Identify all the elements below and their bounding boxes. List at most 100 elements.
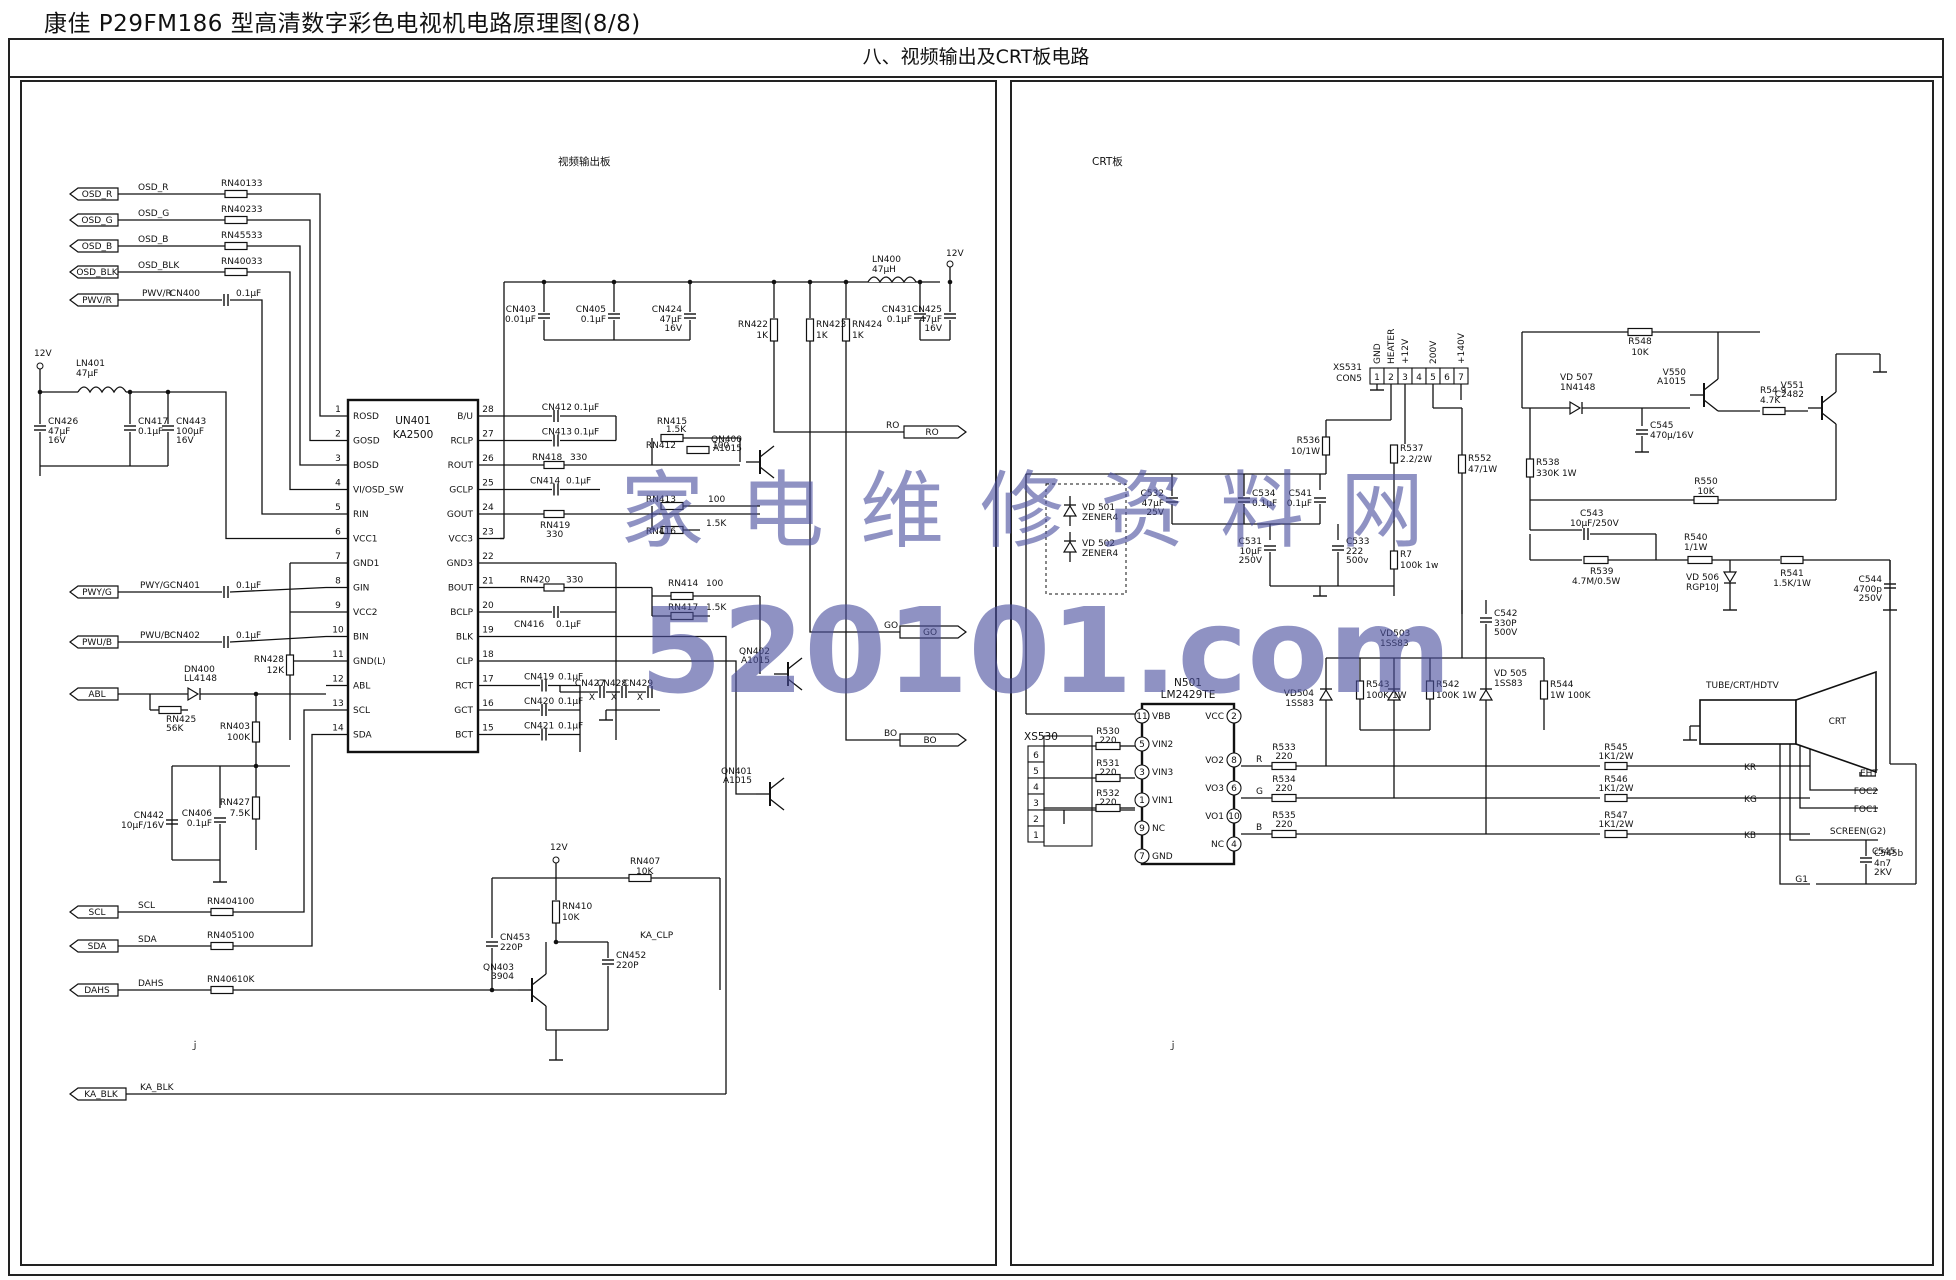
transistor-value: A1015 [723, 776, 752, 786]
ic-pin-number: 24 [482, 503, 494, 513]
component-value: 1N4148 [1560, 383, 1596, 393]
component-value: 220 [1099, 798, 1116, 808]
ic-n501 [1140, 702, 1236, 866]
connector-ref: XS531 [1333, 363, 1362, 373]
ic-pin-name: RCLP [450, 437, 473, 447]
diode-vd505 [1478, 688, 1494, 701]
wire [229, 635, 327, 643]
ic-pin-number: 27 [482, 430, 493, 440]
ic-pin-name: GIN [353, 584, 369, 594]
component-value: 100 [708, 495, 725, 505]
resistor [1271, 829, 1297, 839]
component-ref: CN428 [597, 679, 627, 689]
component-ref: VD503 [1380, 629, 1410, 639]
ic-pin [1134, 820, 1150, 836]
net-label: SCL [138, 901, 155, 911]
component-value: 220P [500, 943, 523, 953]
component-value: 1K [852, 331, 865, 341]
wire [1821, 412, 1837, 425]
component-value: 100K 1W [1366, 691, 1407, 701]
ic-pin [1134, 708, 1150, 724]
connector-scl [69, 905, 119, 919]
connector-label: PWU/B [82, 638, 112, 648]
net-label: SDA [138, 935, 157, 945]
component-ref: VD 507 [1560, 373, 1593, 383]
wire [1789, 744, 1878, 841]
component-value: 250V [1239, 556, 1263, 566]
ic-pin-name: VBB [1152, 712, 1171, 722]
connector-osd-blk [69, 265, 119, 279]
resistor [670, 591, 694, 601]
component-ref: CN414 [530, 477, 560, 487]
resistor [543, 583, 565, 592]
component-value: 10K [1631, 348, 1649, 358]
ic-part: LM2429TE [1161, 689, 1216, 701]
wire [1821, 391, 1837, 404]
component-value: 220 [1099, 736, 1116, 746]
connector-pin-number: 5 [1430, 373, 1436, 383]
connector-signal: 200V [1429, 340, 1439, 364]
component-value: 1W 100K [1550, 691, 1592, 701]
net-label: B [1256, 823, 1262, 833]
resistor [1583, 555, 1609, 565]
connector-label: PWY/G [82, 588, 112, 598]
ic-pin-name: NC [1211, 840, 1224, 850]
ic-pin-name: ROSD [353, 412, 379, 422]
transistor-value: 3904 [491, 972, 514, 982]
resistor [769, 318, 779, 342]
component-value: 0.1μF [574, 428, 599, 438]
crt-cathode-label: KR [1744, 763, 1756, 773]
connector-pin-number: 3 [1402, 373, 1408, 383]
ic-pin-number: 13 [332, 699, 343, 709]
component-ref: CN426 [48, 417, 78, 427]
components [34, 187, 1897, 1101]
zener-diode [1062, 540, 1078, 553]
ic-pin-number: 21 [482, 577, 493, 587]
component-value: 1SS83 [1494, 679, 1523, 689]
connector-pin-number: 2 [1033, 815, 1039, 825]
ic-pin-name: VI/OSD_SW [353, 486, 404, 496]
wire [1779, 744, 1810, 885]
schematic-frame [8, 38, 1944, 1276]
component-value: 47μF [48, 427, 70, 437]
component-value: 4.7K [1760, 396, 1781, 406]
component-ref: CN406 [182, 809, 212, 819]
ic-pin-name: GOSD [353, 437, 380, 447]
component-ref: CN427 [575, 679, 605, 689]
resistor [251, 721, 261, 743]
inductor-ln401 [77, 386, 127, 394]
wire [247, 245, 326, 466]
ic-pin-number: 7 [335, 552, 341, 562]
component-value: 222 [1346, 547, 1363, 557]
component-ref: CN420 [524, 697, 554, 707]
connector-abl [69, 687, 119, 701]
connector-pin-number: 2 [1388, 373, 1394, 383]
resistor [805, 318, 815, 342]
component-ref: CN425 [912, 305, 942, 315]
wire [247, 193, 326, 417]
ic-pin-name: SDA [353, 731, 372, 741]
ic-pin-name: GND3 [447, 559, 473, 569]
component-ref: CN453 [500, 933, 530, 943]
ic-pin-name: BCT [455, 731, 473, 741]
component-ref: R552 [1468, 454, 1491, 464]
resistor [224, 241, 248, 251]
component-ref: C541 [1289, 489, 1312, 499]
component-value: 1SS83 [1380, 639, 1409, 649]
component-value: 100 [706, 579, 723, 589]
component-ref: RN400 [221, 257, 251, 267]
diode-dn400 [187, 686, 200, 702]
rail-terminal [36, 362, 44, 370]
component-ref: RN427 [220, 798, 250, 808]
ic-un401 [346, 398, 480, 754]
ic-pin-number: 4 [1231, 840, 1237, 850]
component-ref: R545 [1604, 743, 1627, 753]
net-label: OSD_BLK [138, 261, 180, 271]
component-ref: VD 506 [1686, 573, 1719, 583]
component-ref: R54 9 [1760, 386, 1787, 396]
component-value: X [589, 693, 595, 703]
component-value: RGP10J [1686, 583, 1719, 593]
component-ref: CN405 [576, 305, 606, 315]
ic-pin-name: BLK [456, 633, 474, 643]
connector-signal: +140V [1457, 332, 1467, 364]
